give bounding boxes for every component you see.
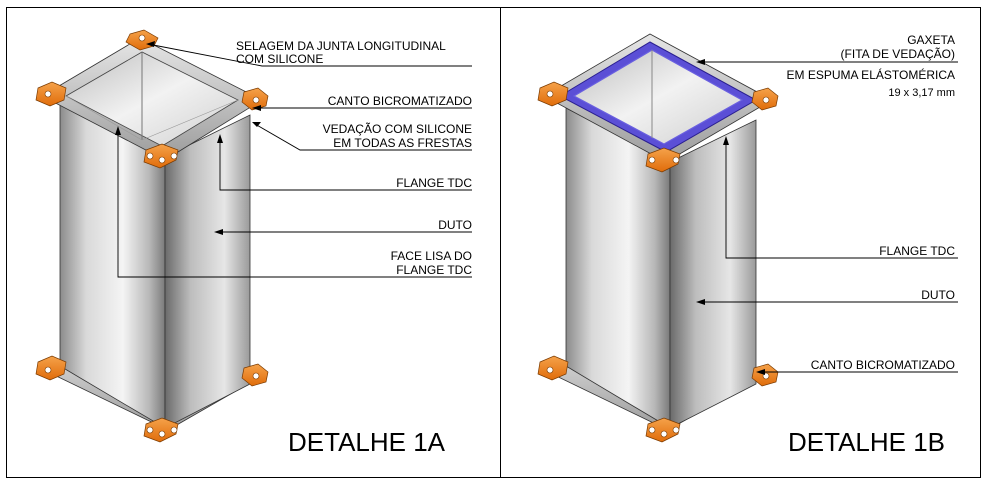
label-gaxeta-line2: (FITA DE VEDAÇÃO)	[841, 47, 955, 61]
title-detalhe-1a: DETALHE 1A	[288, 427, 446, 457]
corner-piece	[35, 355, 67, 381]
label-duto-1b: DUTO	[921, 288, 955, 302]
arrowheads-1b	[696, 59, 765, 375]
label-flange-1a: FLANGE TDC	[396, 176, 472, 190]
corner-piece	[143, 417, 179, 443]
duct-side-face-1b	[669, 119, 757, 429]
label-gaxeta-line1: GAXETA	[907, 33, 955, 47]
label-gaxeta-line3: EM ESPUMA ELÁSTOMÉRICA	[787, 67, 956, 82]
corner-piece	[35, 81, 67, 107]
duct-side-face-1a	[164, 114, 251, 429]
outer-frame	[6, 7, 981, 478]
label-canto-1b: CANTO BICROMATIZADO	[811, 358, 955, 372]
duct-opening-1b	[572, 49, 744, 145]
duct-1a	[35, 29, 269, 443]
corner-piece	[645, 417, 681, 443]
label-face-line2: FLANGE TDC	[396, 263, 472, 277]
corner-piece	[645, 147, 681, 173]
label-selagem-line1: SELAGEM DA JUNTA LONGITUDINAL	[236, 39, 446, 53]
corner-piece	[537, 81, 569, 107]
label-duto-1a: DUTO	[438, 218, 472, 232]
title-detalhe-1b: DETALHE 1B	[788, 427, 945, 457]
corner-piece	[751, 87, 779, 111]
corner-piece	[143, 143, 179, 169]
label-vedacao-line1: VEDAÇÃO COM SILICONE	[323, 122, 472, 136]
corner-piece	[537, 355, 569, 381]
label-face-line1: FACE LISA DO	[391, 249, 472, 263]
corner-piece	[241, 363, 269, 387]
label-selagem-line2: COM SILICONE	[236, 52, 323, 66]
duct-1b	[537, 33, 779, 443]
label-vedacao-line2: EM TODAS AS FRESTAS	[333, 136, 472, 150]
label-canto-1a: CANTO BICROMATIZADO	[328, 94, 472, 108]
label-gaxeta-dimensions: 19 x 3,17 mm	[888, 87, 955, 99]
leaders-1a	[117, 43, 472, 278]
arrowheads-1a	[115, 41, 261, 235]
leaders-1b	[700, 61, 958, 373]
corner-piece	[241, 87, 269, 111]
label-flange-1b: FLANGE TDC	[879, 244, 955, 258]
